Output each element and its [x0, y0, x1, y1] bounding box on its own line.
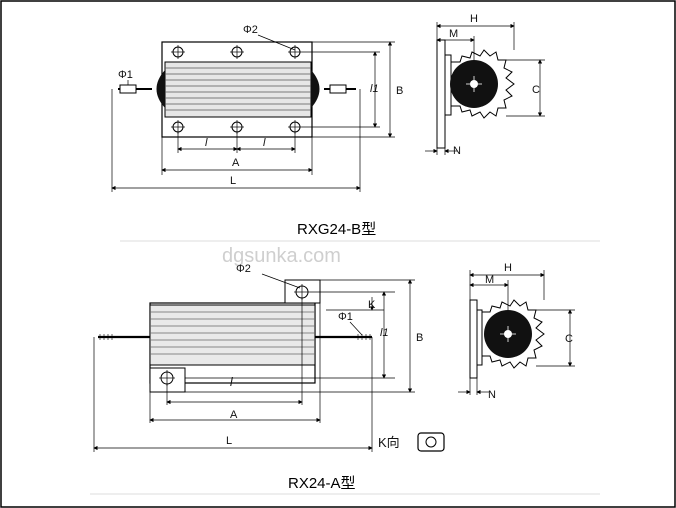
- top-l1-label: l1: [370, 83, 379, 95]
- k-view-label: K向: [378, 435, 400, 450]
- top-C-label: C: [532, 84, 540, 96]
- watermark: dgsunka.com: [222, 245, 341, 267]
- bottom-phi1-label: Φ1: [338, 311, 353, 323]
- bottom-C-label: C: [565, 333, 573, 345]
- top-A-label: A: [232, 157, 240, 169]
- top-l-left-label: l: [205, 137, 208, 149]
- top-side-view: H M C N: [425, 13, 545, 157]
- bottom-A-label: A: [230, 409, 238, 421]
- top-H-label: H: [470, 13, 478, 25]
- top-B-label: B: [396, 85, 403, 97]
- top-phi1-label: Φ1: [118, 69, 133, 81]
- top-L-label: L: [230, 175, 236, 187]
- top-M-label: M: [449, 28, 458, 40]
- top-caption: RXG24-B型: [297, 221, 376, 238]
- bottom-M-label: M: [485, 274, 494, 286]
- bottom-B-label: B: [416, 332, 423, 344]
- bottom-L-label: L: [226, 435, 232, 447]
- bottom-l-label: l: [230, 375, 233, 389]
- bottom-front-view: Φ2 Φ1 K l A L l1 B: [93, 263, 423, 452]
- top-l-right-label: l: [263, 137, 266, 149]
- top-phi2-label: Φ2: [243, 24, 258, 36]
- bottom-phi2-label: Φ2: [236, 263, 251, 275]
- bottom-caption: RX24-A型: [288, 475, 356, 492]
- k-view: K向: [378, 432, 445, 452]
- bottom-K-label: K: [368, 299, 376, 311]
- bottom-side-view: H M C N: [458, 262, 575, 401]
- bottom-l1-label: l1: [380, 327, 389, 339]
- top-front-view: Φ1 Φ2 l l A L l1 B: [111, 24, 403, 192]
- bottom-N-label: N: [488, 389, 496, 401]
- bottom-H-label: H: [504, 262, 512, 274]
- top-N-label: N: [453, 145, 461, 157]
